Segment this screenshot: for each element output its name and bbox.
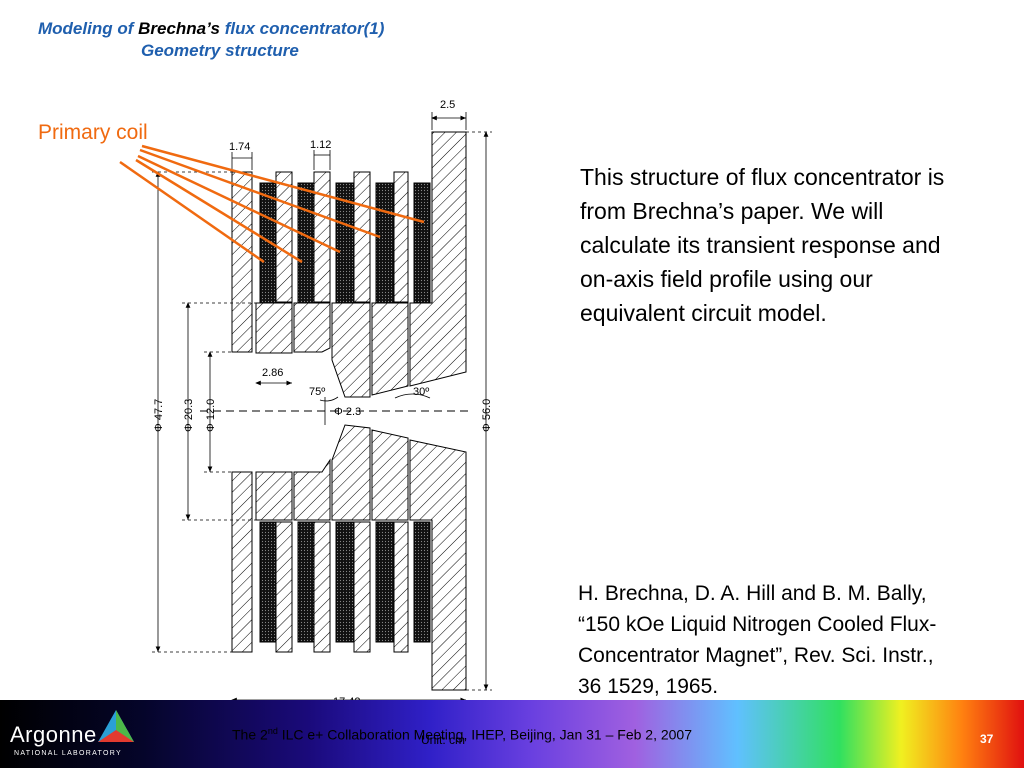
title-line2: Geometry structure	[141, 41, 299, 60]
page-number: 37	[980, 732, 994, 746]
disk-3	[313, 171, 331, 303]
disk-5	[393, 171, 409, 303]
coil-2	[297, 182, 315, 304]
dim-inner-left: Φ 12.0	[205, 399, 217, 432]
disk-4	[353, 171, 371, 303]
reference-text: H. Brechna, D. A. Hill and B. M. Bally, …	[578, 582, 937, 698]
coil-1	[259, 182, 277, 304]
unit-label: Unit: cm	[421, 733, 466, 747]
dim-bore: Φ 2.3	[334, 406, 361, 418]
argonne-logo-sub: NATIONAL LABORATORY	[14, 750, 122, 757]
dim-outer-right: Φ 56.0	[481, 399, 493, 432]
conf-pre: The 2	[232, 726, 268, 743]
dim-angle-right: 30º	[413, 386, 429, 398]
dim-top-width: 2.5	[440, 99, 455, 111]
disk-3b	[293, 302, 331, 353]
primary-coil-label: Primary coil	[38, 121, 148, 144]
coil-1-low	[259, 521, 277, 643]
dim-spacing: 2.86	[262, 367, 283, 379]
disk-2-low	[275, 521, 293, 653]
title-part2: flux concentrator(1)	[220, 19, 385, 38]
disk-1-low	[231, 471, 253, 653]
coil-2-low	[297, 521, 315, 643]
title-name: Brechna’s	[138, 19, 220, 38]
disk-3b-low	[293, 458, 331, 521]
upper-half	[231, 131, 467, 398]
disk-1	[231, 171, 253, 353]
disk-4b	[331, 302, 371, 398]
disk-3-low	[313, 521, 331, 653]
disk-5-low	[393, 521, 409, 653]
disk-4b-low	[331, 424, 371, 521]
argonne-logo-text: Argonne	[10, 722, 97, 747]
coil-5	[413, 182, 431, 304]
dim-gap-width: 1.12	[310, 139, 331, 151]
disk-6-low	[409, 439, 467, 691]
conference-text: The 2nd ILC e+ Collaboration Meeting, IH…	[232, 726, 692, 743]
slide-title: Modeling of Brechna’s flux concentrator(…	[38, 18, 508, 62]
dim-outer-left: Φ 47.7	[153, 399, 165, 432]
footer-bar: Argonne NATIONAL LABORATORY The 2nd ILC …	[0, 700, 1024, 768]
disk-5b	[371, 302, 409, 396]
primary-coil-leaders	[119, 144, 425, 264]
dim-angle-left: 75º	[309, 386, 325, 398]
disk-4-low	[353, 521, 371, 653]
coil-4	[375, 182, 395, 304]
dim-left-width: 1.74	[229, 141, 250, 153]
disk-5b-low	[371, 429, 409, 521]
argonne-triangle-icon	[98, 710, 134, 742]
disk-2b-low	[255, 471, 293, 521]
coil-5-low	[413, 521, 431, 643]
title-part1: Modeling of	[38, 19, 139, 38]
disk-2	[275, 171, 293, 303]
conf-post: ILC e+ Collaboration Meeting, IHEP, Beij…	[277, 726, 692, 743]
disk-2b	[255, 302, 293, 354]
description-text: This structure of flux concentrator is f…	[580, 164, 945, 326]
dim-mid-left: Φ 20.3	[183, 399, 195, 432]
coil-3-low	[335, 521, 355, 643]
lower-half	[231, 424, 467, 691]
coil-4-low	[375, 521, 395, 643]
conf-sup: nd	[267, 726, 278, 736]
